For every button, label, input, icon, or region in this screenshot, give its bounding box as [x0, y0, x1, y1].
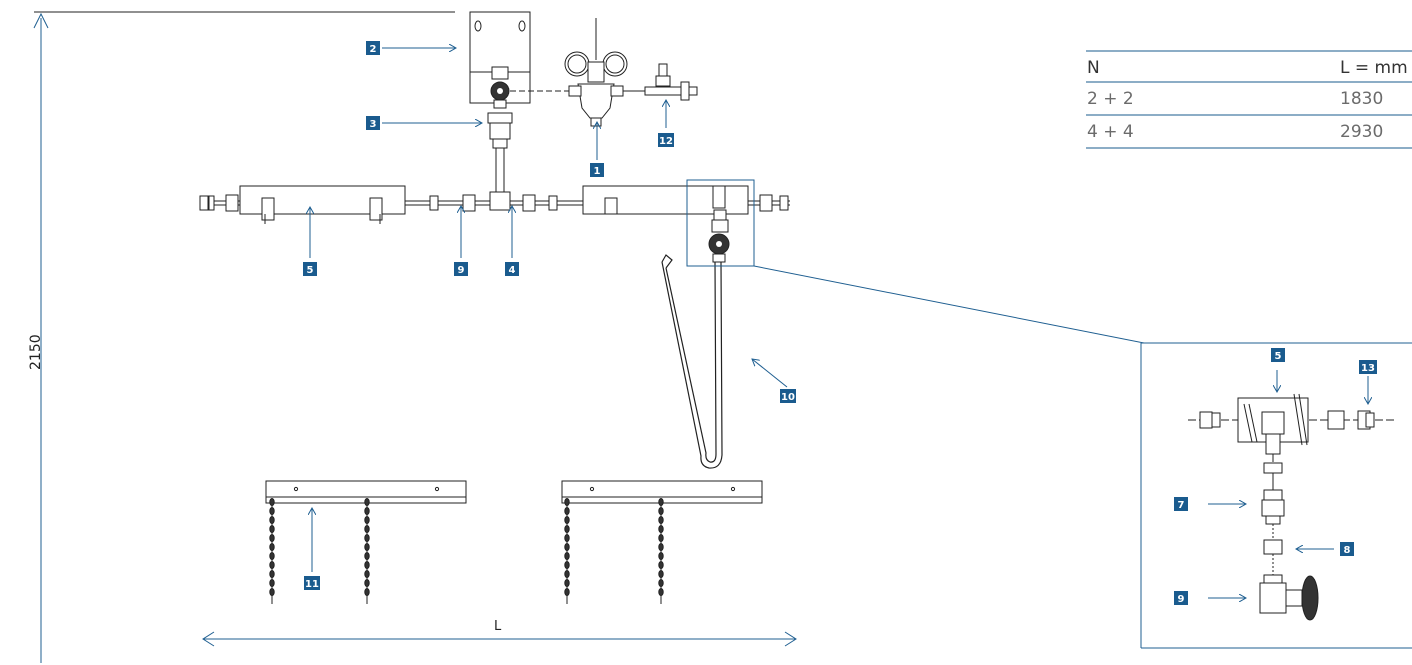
svg-text:13: 13 — [1361, 363, 1375, 374]
detail-badge-8: 8 — [1340, 542, 1354, 556]
table-row-0-n: 2 + 2 — [1087, 89, 1134, 109]
chain — [564, 498, 570, 604]
callout-badge-11: 11 — [304, 576, 320, 590]
svg-text:11: 11 — [305, 579, 319, 590]
table-row-0-l: 1830 — [1340, 89, 1383, 109]
chain — [658, 498, 664, 604]
callout-badge-3: 3 — [366, 116, 380, 130]
callout-badge-1: 1 — [590, 163, 604, 177]
table-header-n: N — [1087, 58, 1100, 78]
table-row-1-l: 2930 — [1340, 122, 1383, 142]
detail-badge-5: 5 — [1271, 348, 1285, 362]
hose — [661, 254, 723, 469]
wall-rail-right — [561, 480, 763, 504]
chains — [269, 498, 664, 604]
riser-pipe — [487, 112, 513, 192]
table-header-l: L = mm — [1340, 58, 1408, 78]
callout-badge-10: 10 — [780, 389, 796, 403]
svg-text:5: 5 — [1275, 351, 1282, 362]
height-dimension: 2150 — [28, 11, 455, 663]
callout-badge-2: 2 — [366, 41, 380, 55]
detail-inset — [1188, 393, 1395, 621]
svg-text:3: 3 — [370, 119, 377, 130]
callout-badge-4: 4 — [505, 262, 519, 276]
svg-text:2: 2 — [370, 44, 377, 55]
length-dimension: L — [202, 619, 797, 647]
detail-badge-9: 9 — [1174, 591, 1188, 605]
detail-badge-13: 13 — [1359, 360, 1377, 374]
detail-marker — [686, 179, 755, 267]
outlet-fitting — [644, 63, 698, 101]
svg-text:10: 10 — [781, 392, 795, 403]
length-label: L — [494, 619, 502, 634]
svg-text:9: 9 — [458, 265, 465, 276]
svg-text:5: 5 — [307, 265, 314, 276]
right-bracket — [582, 185, 749, 215]
left-bracket — [239, 185, 406, 224]
callout-badge-12: 12 — [658, 133, 674, 147]
chain — [364, 498, 370, 604]
svg-text:9: 9 — [1178, 594, 1185, 605]
svg-text:4: 4 — [509, 265, 516, 276]
detail-badge-7: 7 — [1174, 497, 1188, 511]
plate-valve — [490, 66, 510, 109]
svg-text:1: 1 — [594, 166, 601, 177]
callout-badge-5: 5 — [303, 262, 317, 276]
svg-text:12: 12 — [659, 136, 673, 147]
outlet-valve — [708, 209, 730, 263]
pressure-regulator — [564, 18, 645, 127]
svg-text:7: 7 — [1178, 500, 1185, 511]
callout-badge-9: 9 — [454, 262, 468, 276]
length-table: N L = mm 2 + 2 1830 4 + 4 2930 — [1086, 50, 1412, 149]
table-row-1-n: 4 + 4 — [1087, 122, 1134, 142]
height-label: 2150 — [28, 334, 44, 370]
callout-arrows — [310, 48, 1368, 598]
svg-text:8: 8 — [1344, 545, 1351, 556]
chain — [269, 498, 275, 604]
